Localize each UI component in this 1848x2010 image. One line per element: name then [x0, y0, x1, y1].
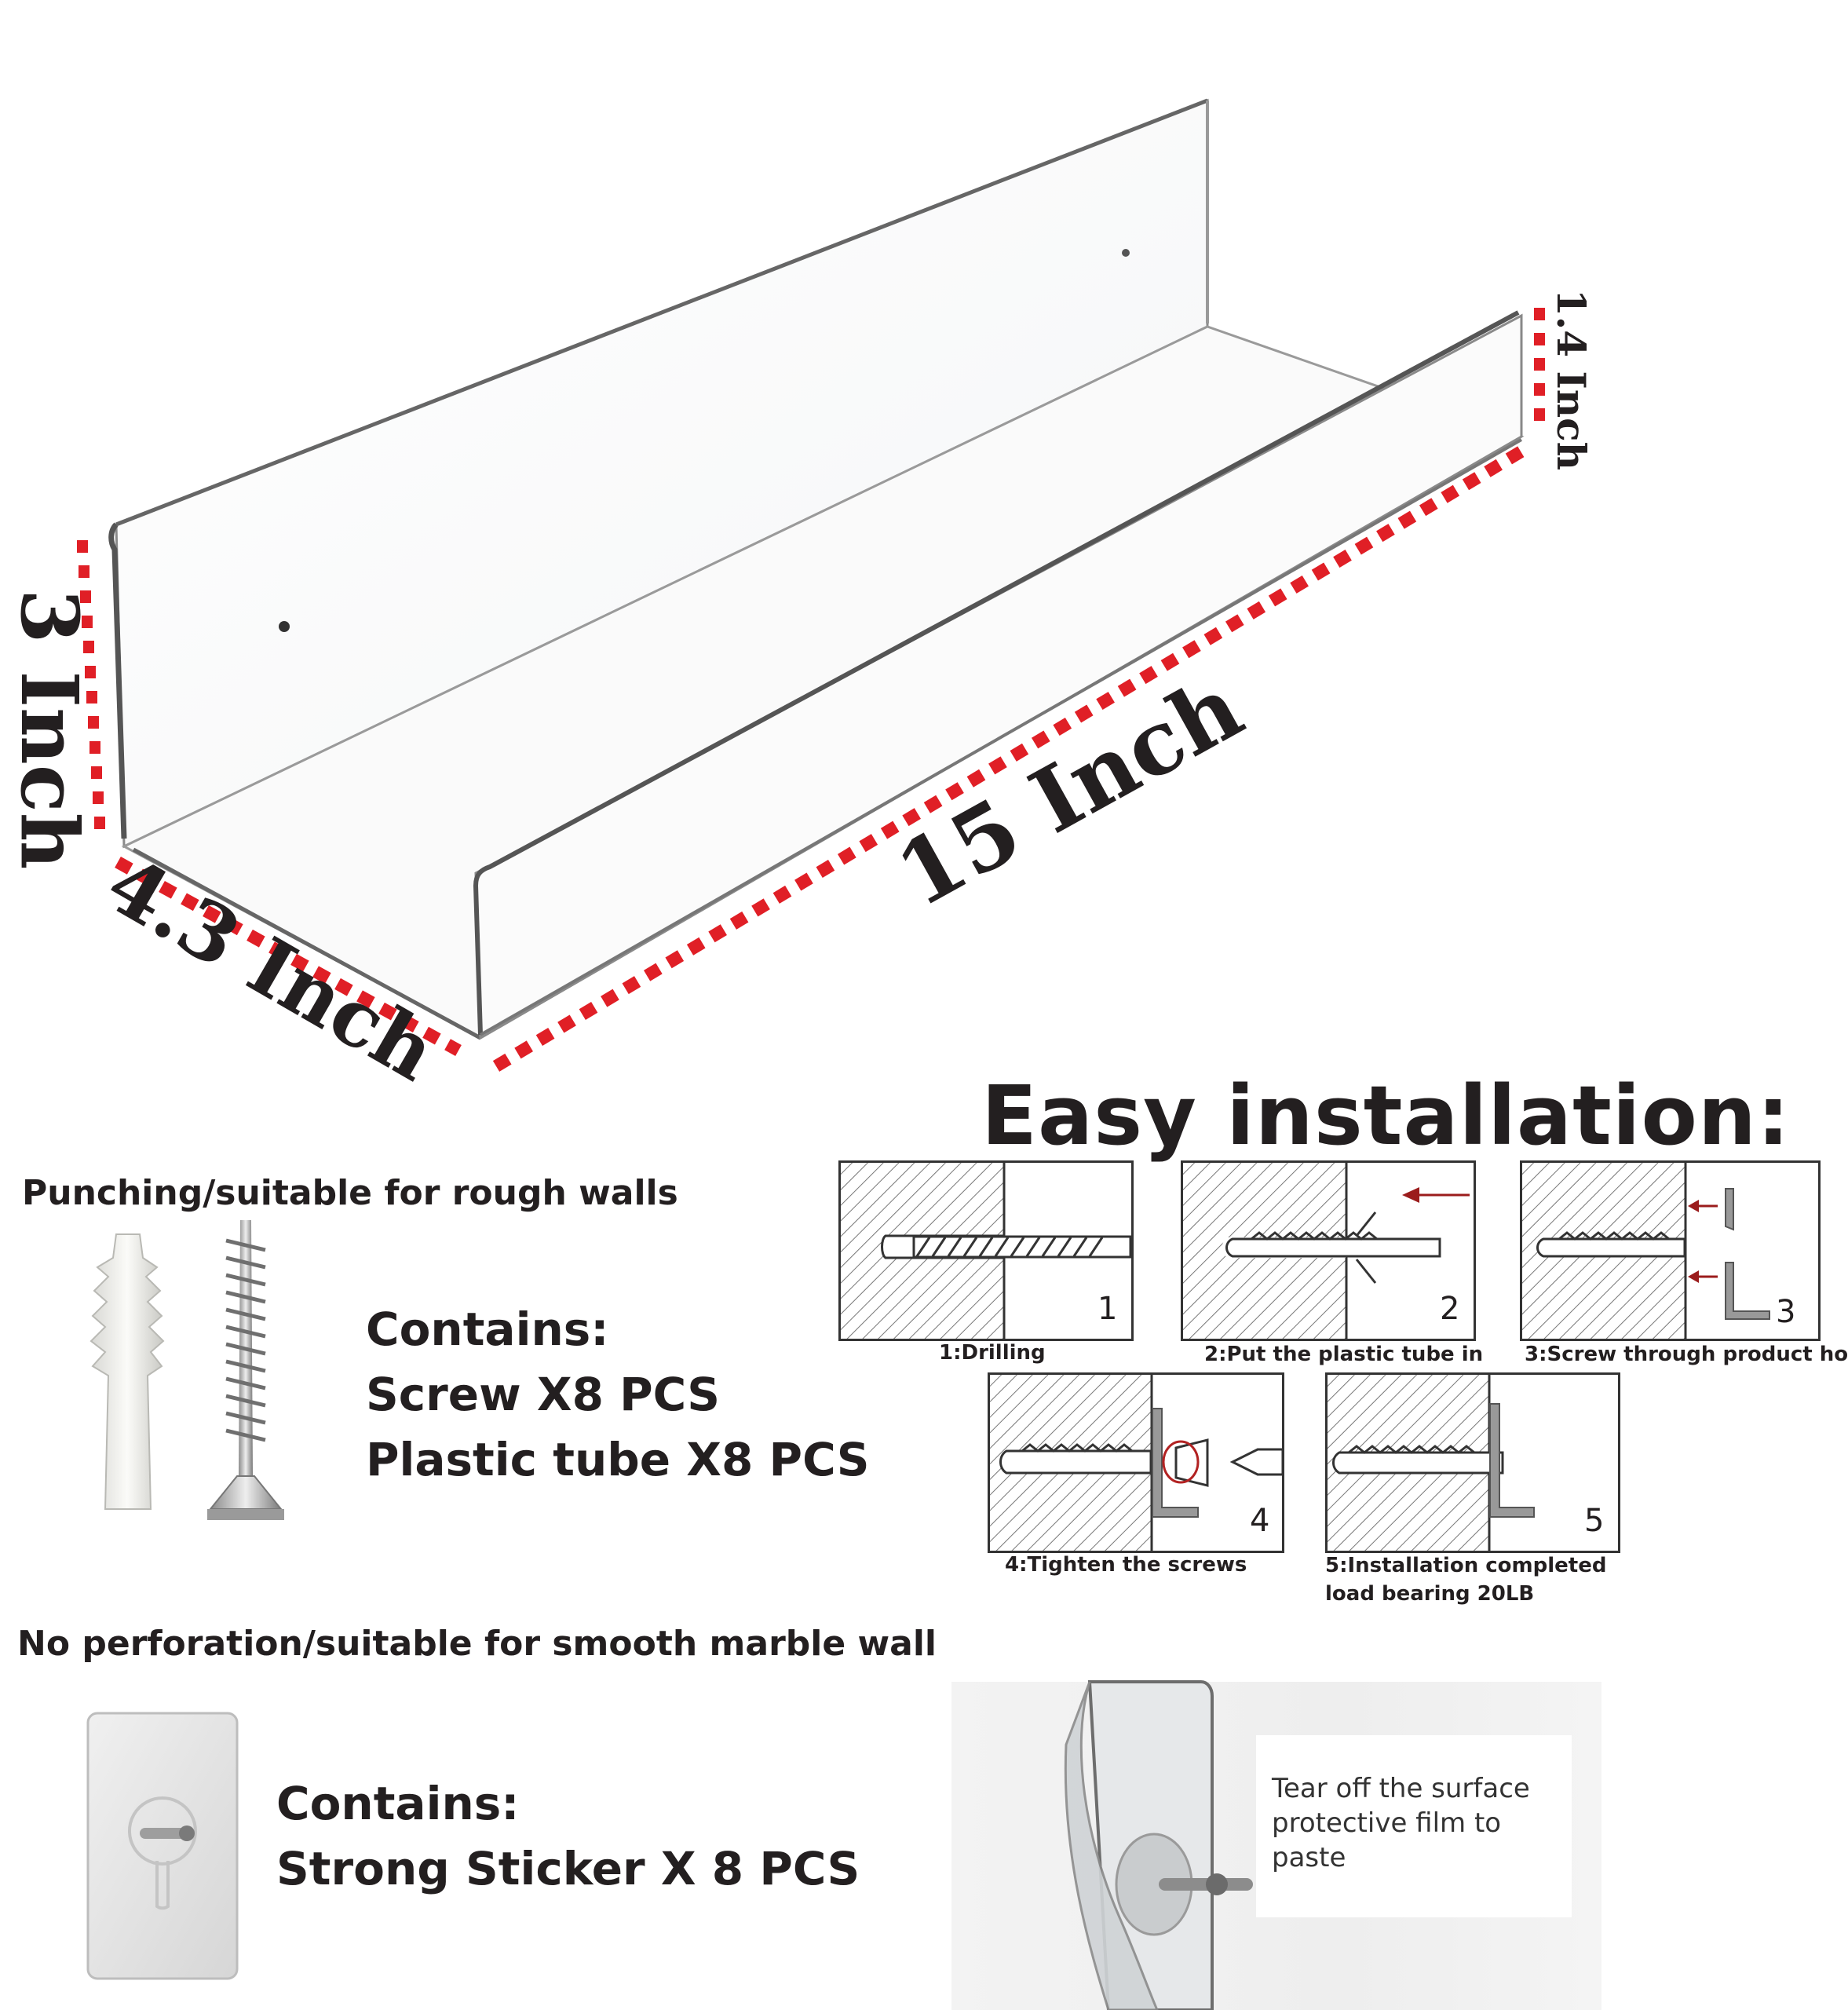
punching-item-tube: Plastic tube X8 PCS — [366, 1433, 870, 1486]
install-step-2-caption: 2:Put the plastic tube in — [1204, 1343, 1484, 1366]
l-bracket-icon — [1725, 1188, 1770, 1320]
dimension-dots-3in — [77, 540, 105, 829]
shelf-dimension-diagram: 3 Inch 4.3 Inch 15 Inch 1.4 Inch — [3, 98, 1594, 1099]
no-perforation-item-sticker: Strong Sticker X 8 PCS — [276, 1842, 860, 1895]
shelf-back-panel — [108, 98, 1209, 849]
install-step-2-panel: 2 — [1181, 1160, 1476, 1341]
install-step-4-number: 4 — [1250, 1503, 1269, 1539]
no-perforation-contents: Contains: Strong Sticker X 8 PCS — [276, 1771, 860, 1902]
adhesive-sticker-icon — [86, 1712, 239, 1980]
install-step-5-number: 5 — [1584, 1503, 1604, 1539]
no-perforation-heading: No perforation/suitable for smooth marbl… — [17, 1624, 937, 1664]
punching-contains-label: Contains: — [366, 1303, 609, 1356]
peeling-sticker-illustration — [1064, 1680, 1253, 2010]
install-step-2-number: 2 — [1440, 1291, 1459, 1327]
punching-item-screw: Screw X8 PCS — [366, 1368, 721, 1421]
install-step-1-panel: 1 — [838, 1160, 1134, 1341]
dimension-label-1-4in: 1.4 Inch — [1548, 289, 1594, 470]
install-step-4-panel: 4 — [988, 1372, 1284, 1553]
install-step-3-caption: 3:Screw through product ho — [1525, 1343, 1848, 1366]
install-step-3-panel: 3 — [1520, 1160, 1821, 1341]
no-perforation-contains-label: Contains: — [276, 1777, 520, 1830]
sticker-note-line2: protective film to paste — [1272, 1807, 1502, 1873]
install-step-5-caption-line2: load bearing 20LB — [1325, 1582, 1535, 1606]
install-step-5-caption: 5:Installation completed load bearing 20… — [1325, 1551, 1606, 1608]
dimension-label-3in: 3 Inch — [3, 589, 96, 869]
sticker-usage-photo: Tear off the surface protective film to … — [951, 1680, 1601, 2010]
install-step-5-caption-line1: 5:Installation completed — [1325, 1554, 1607, 1577]
punching-contents: Contains: Screw X8 PCS Plastic tube X8 P… — [366, 1297, 869, 1493]
screw-icon — [207, 1220, 284, 1520]
sticker-note-box: Tear off the surface protective film to … — [1256, 1735, 1572, 1917]
screwdriver-icon — [1162, 1438, 1284, 1487]
install-step-1-caption: 1:Drilling — [939, 1341, 1046, 1365]
dimension-dots-1-4in — [1534, 308, 1545, 421]
punching-heading: Punching/suitable for rough walls — [22, 1173, 678, 1213]
plastic-tube-icon — [1225, 1211, 1441, 1284]
install-step-4-caption: 4:Tighten the screws — [1005, 1553, 1247, 1577]
drill-bit-icon — [881, 1234, 1132, 1259]
installation-title: Easy installation: — [981, 1068, 1791, 1164]
install-step-5-panel: 5 — [1325, 1372, 1620, 1553]
install-step-1-number: 1 — [1097, 1291, 1117, 1327]
install-step-3-number: 3 — [1776, 1294, 1795, 1330]
sticker-note-line1: Tear off the surface — [1272, 1773, 1530, 1804]
wall-anchor-icon — [89, 1233, 165, 1510]
shelf-front-lip — [473, 310, 1523, 1040]
